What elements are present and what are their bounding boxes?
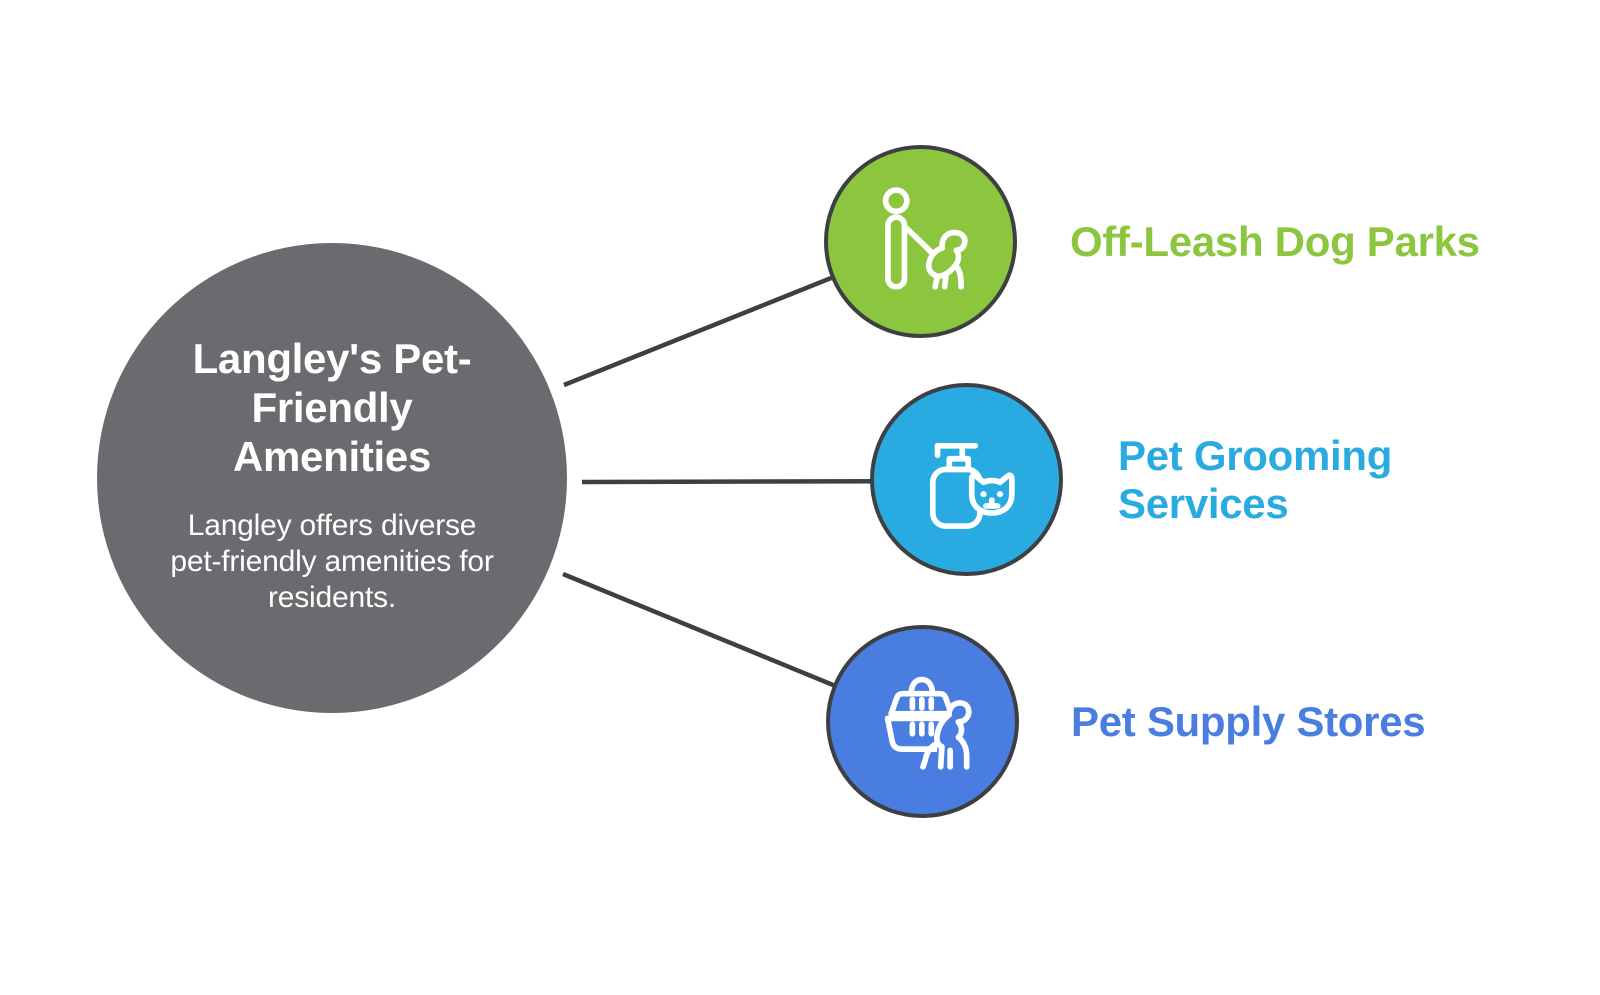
label-pet-grooming-services: Pet Grooming Services bbox=[1118, 432, 1393, 527]
node-off-leash-dog-parks bbox=[824, 145, 1017, 338]
node-pet-supply-stores bbox=[826, 625, 1019, 818]
topic-description: Langley offers diverse pet-friendly amen… bbox=[170, 509, 494, 614]
central-topic-circle bbox=[97, 243, 567, 713]
node-pet-grooming-services bbox=[870, 383, 1063, 576]
topic-title: Langley's Pet-Friendly Amenities bbox=[192, 335, 472, 480]
label-off-leash-dog-parks: Off-Leash Dog Parks bbox=[1070, 218, 1480, 265]
pet-carrier-dog-icon bbox=[884, 676, 972, 770]
label-pet-supply-stores: Pet Supply Stores bbox=[1071, 698, 1426, 745]
person-walking-dog-icon bbox=[882, 186, 968, 290]
shampoo-bottle-cat-icon bbox=[929, 442, 1015, 529]
